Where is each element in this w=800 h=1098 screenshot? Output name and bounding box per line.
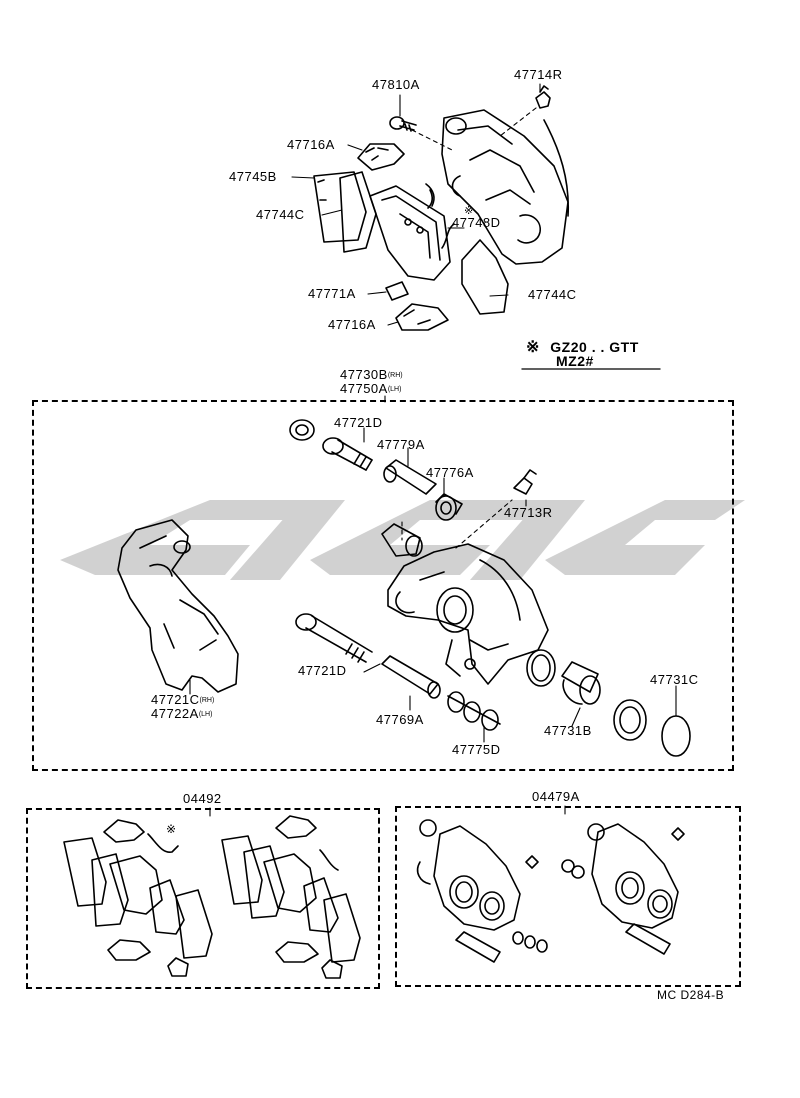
label-47714R: 47714R	[514, 67, 563, 82]
label-47722A-text: 47722A	[151, 706, 199, 721]
bleeder-47714R-icon	[535, 85, 551, 109]
clip-47716A-top-icon	[357, 143, 405, 171]
label-47721D-top: 47721D	[334, 415, 383, 430]
piston-47731B-icon	[561, 661, 601, 705]
leader-lines-middle	[189, 427, 677, 743]
clip-47771A-icon	[385, 281, 409, 301]
label-47722A: 47722A(LH)	[151, 707, 212, 722]
caliper-middle-icon	[387, 543, 549, 685]
label-47748D: ※ 47748D	[452, 206, 501, 230]
label-47744C-right: 47744C	[528, 287, 577, 302]
label-47713R: 47713R	[504, 505, 553, 520]
label-47722A-suffix: (LH)	[198, 711, 213, 718]
label-47779A: 47779A	[377, 437, 425, 452]
pad-inner-icon	[339, 171, 377, 253]
label-04492: 04492	[183, 791, 222, 806]
label-47748D-text: 47748D	[452, 215, 501, 230]
leader-lines-top	[291, 83, 541, 326]
model-note: ※ GZ20 . . GTT	[526, 337, 639, 357]
kit-04492-box	[26, 808, 380, 989]
label-47716A-bottom: 47716A	[328, 317, 376, 332]
seal-ring-icon	[526, 649, 556, 687]
bolt-47810A-icon	[389, 116, 417, 132]
watermark-logo	[60, 500, 745, 580]
shim-47744C-right-icon	[461, 239, 509, 315]
note-line1: GZ20 . . GTT	[550, 339, 639, 355]
label-47721D-bottom: 47721D	[298, 663, 347, 678]
boot-mid-icon	[381, 523, 423, 557]
label-47721C-suffix: (RH)	[199, 697, 215, 704]
sleeve-47769A-icon	[381, 655, 441, 699]
label-47716A-top: 47716A	[287, 137, 335, 152]
note-mark: ※	[526, 339, 540, 356]
sleeve-47779A-icon	[383, 459, 437, 495]
spring-icon	[425, 183, 455, 249]
pin-47721D-bottom-icon	[295, 613, 373, 663]
footer-code: MC D284-B	[657, 988, 725, 1002]
bracket-47721C-icon	[117, 519, 239, 693]
boot-top-icon	[289, 419, 315, 441]
shim-47745B-icon	[313, 171, 367, 243]
label-47730B: 47730B(RH)	[340, 368, 403, 383]
pad-main-icon	[369, 185, 451, 281]
label-47730B-text: 47730B	[340, 367, 388, 382]
label-47769A: 47769A	[376, 712, 424, 727]
kit-04492-icon	[63, 815, 361, 979]
label-47731C: 47731C	[650, 672, 699, 687]
kit-04492-mark: ※	[166, 822, 177, 836]
note-line2: MZ2#	[556, 353, 594, 369]
caliper-top-icon	[441, 109, 570, 265]
dust-boot-icon	[613, 699, 647, 741]
label-47745B: 47745B	[229, 169, 277, 184]
label-47750A: 47750A(LH)	[340, 382, 401, 397]
label-47775D: 47775D	[452, 742, 501, 757]
kit-04479A-box	[395, 806, 741, 987]
boot-47775D-icon	[447, 691, 501, 731]
label-47731B: 47731B	[544, 723, 592, 738]
kit-04479A-icon	[416, 819, 685, 963]
label-47721C-text: 47721C	[151, 692, 200, 707]
label-47771A: 47771A	[308, 286, 356, 301]
label-47750A-text: 47750A	[340, 381, 388, 396]
mark-symbol: ※	[464, 205, 474, 217]
bleeder-47713R-icon	[513, 469, 537, 495]
pin-47721D-top-icon	[322, 437, 373, 471]
label-04479A: 04479A	[532, 789, 580, 804]
caliper-assembly-box	[32, 400, 734, 771]
bushing-47776A-icon	[435, 493, 463, 521]
label-47750A-suffix: (LH)	[387, 386, 402, 393]
label-47810A: 47810A	[372, 77, 420, 92]
label-47776A: 47776A	[426, 465, 474, 480]
label-47730B-suffix: (RH)	[387, 372, 403, 379]
label-47744C-left: 47744C	[256, 207, 305, 222]
clip-47716A-bottom-icon	[395, 303, 449, 331]
label-47721C: 47721C(RH)	[151, 693, 214, 708]
